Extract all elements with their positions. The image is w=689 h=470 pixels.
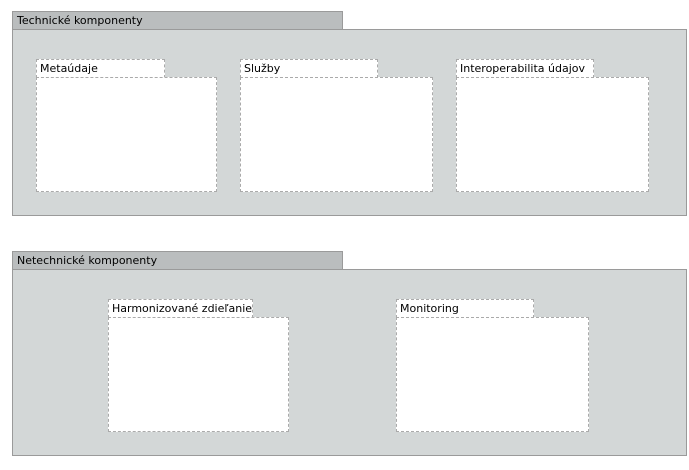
package-tab-monitoring[interactable]: Monitoring bbox=[396, 299, 534, 318]
package-label: Interoperabilita údajov bbox=[460, 62, 586, 75]
group-title: Technické komponenty bbox=[17, 14, 143, 27]
package-monitoring[interactable] bbox=[396, 317, 589, 432]
package-tab-interoperabilita[interactable]: Interoperabilita údajov bbox=[456, 59, 594, 78]
package-label: Monitoring bbox=[400, 302, 459, 315]
group-tab-netechnicke[interactable]: Netechnické komponenty bbox=[12, 251, 343, 270]
package-interoperabilita-udajov[interactable] bbox=[456, 77, 649, 192]
package-tab-sluzby[interactable]: Služby bbox=[240, 59, 378, 78]
package-label: Metaúdaje bbox=[40, 62, 98, 75]
package-label: Služby bbox=[244, 62, 281, 75]
package-tab-metaudaje[interactable]: Metaúdaje bbox=[36, 59, 165, 78]
group-title: Netechnické komponenty bbox=[17, 254, 158, 267]
package-tab-harmonizovane[interactable]: Harmonizované zdieľanie bbox=[108, 299, 253, 318]
package-sluzby[interactable] bbox=[240, 77, 433, 192]
package-metaudaje[interactable] bbox=[36, 77, 217, 192]
group-tab-technicke[interactable]: Technické komponenty bbox=[12, 11, 343, 30]
package-harmonizovane-zdielanie[interactable] bbox=[108, 317, 289, 432]
package-label: Harmonizované zdieľanie bbox=[112, 302, 253, 315]
